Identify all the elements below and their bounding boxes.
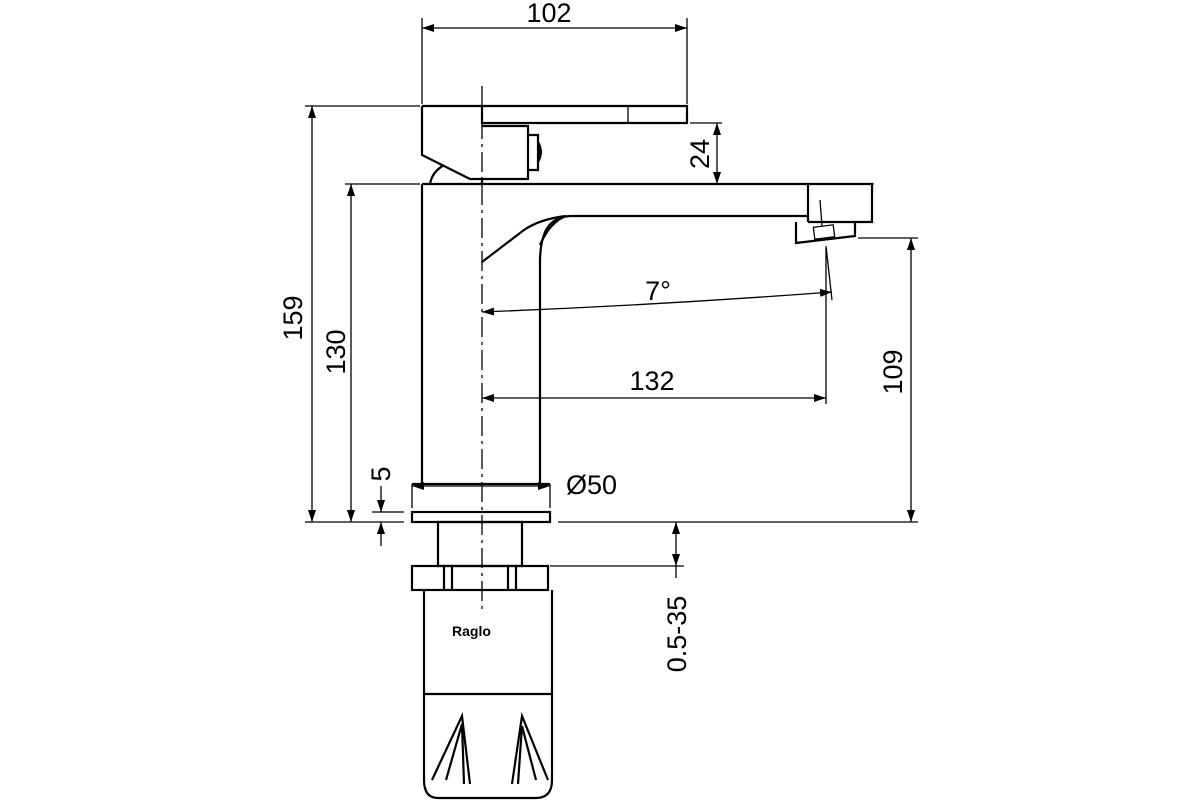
- dimension-lever-height: 24: [685, 139, 715, 169]
- brand-logo: Raglo: [452, 623, 491, 639]
- dimension-base-thickness: 5: [366, 466, 396, 481]
- dimension-lines: [305, 18, 918, 578]
- dimension-height-spout-top: 130: [321, 329, 351, 374]
- dimension-mount-range: 0.5-35: [662, 596, 692, 673]
- dimension-height-total: 159: [278, 295, 308, 340]
- dimension-base-diameter: Ø50: [566, 470, 617, 500]
- dimension-angle: 7°: [645, 276, 671, 306]
- dimension-spout-height: 109: [878, 349, 908, 394]
- dimension-spout-reach: 132: [629, 366, 674, 396]
- faucet-outline: [410, 86, 874, 800]
- dimension-width-top: 102: [526, 0, 571, 28]
